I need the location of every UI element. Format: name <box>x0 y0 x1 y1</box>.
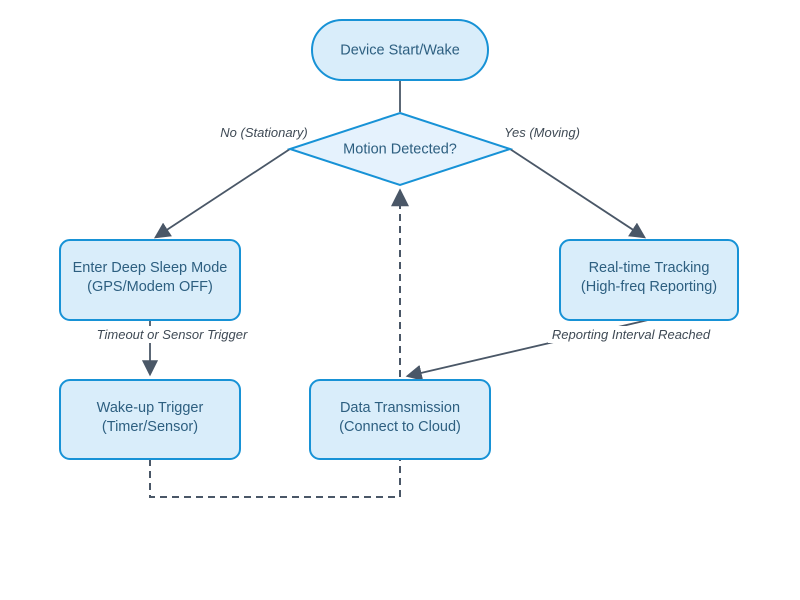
wakeup-node-label-line1: Wake-up Trigger <box>97 400 204 416</box>
edge-label-timeout: Timeout or Sensor Trigger <box>97 327 248 342</box>
transmission-node-shape <box>309 379 491 460</box>
edge-label-timeout-bg <box>94 326 250 343</box>
transmission-node: Data Transmission (Connect to Cloud) <box>309 379 491 460</box>
tracking-node: Real-time Tracking (High-freq Reporting) <box>559 239 739 321</box>
sleep-node-shape <box>59 239 241 321</box>
sleep-node-label-line1: Enter Deep Sleep Mode <box>73 260 228 276</box>
decision-node-label: Motion Detected? <box>343 142 457 158</box>
tracking-node-label-line1: Real-time Tracking <box>589 260 710 276</box>
edge-label-no: No (Stationary) <box>220 125 307 140</box>
wakeup-node-label-line2: (Timer/Sensor) <box>102 419 198 435</box>
wakeup-node-shape <box>59 379 241 460</box>
start-node: Device Start/Wake <box>311 19 489 81</box>
tracking-node-shape <box>559 239 739 321</box>
tracking-node-label-line2: (High-freq Reporting) <box>581 279 717 295</box>
sleep-node: Enter Deep Sleep Mode (GPS/Modem OFF) <box>59 239 241 321</box>
transmission-node-label-line2: (Connect to Cloud) <box>339 419 461 435</box>
edge-decision-to-tracking <box>509 148 647 239</box>
decision-node: Motion Detected? <box>286 111 514 187</box>
wakeup-node: Wake-up Trigger (Timer/Sensor) <box>59 379 241 460</box>
edge-label-reporting: Reporting Interval Reached <box>552 327 711 342</box>
transmission-node-label-line1: Data Transmission <box>340 400 460 416</box>
edge-label-yes: Yes (Moving) <box>504 125 580 140</box>
decision-node-shape <box>286 111 514 187</box>
sleep-node-label-line2: (GPS/Modem OFF) <box>87 279 213 295</box>
edge-label-reporting-bg <box>548 326 714 343</box>
edge-decision-to-sleep <box>153 148 291 239</box>
edge-wakeup-to-decision-dashed <box>149 188 409 498</box>
start-node-label: Device Start/Wake <box>340 43 460 59</box>
start-node-shape <box>311 19 489 81</box>
